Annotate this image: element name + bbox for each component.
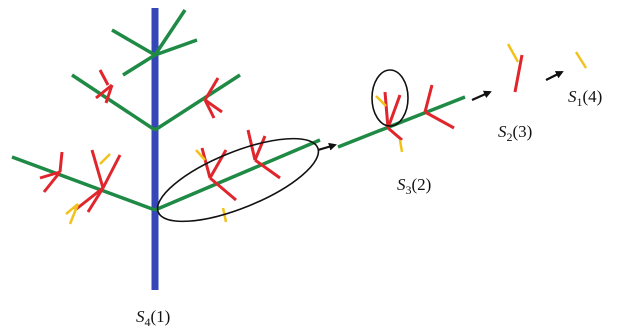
- label-s4-subscript: 4: [145, 315, 151, 329]
- s3-red-branches: [383, 84, 455, 142]
- label-s3-index: (2): [412, 175, 432, 194]
- tree-s1: [574, 51, 588, 69]
- label-s2-symbol: S: [498, 122, 507, 141]
- selection-ellipse-s3: [156, 137, 320, 223]
- label-s3-symbol: S: [397, 175, 406, 194]
- label-s1: S1(4): [568, 87, 602, 109]
- label-s4-symbol: S: [136, 307, 145, 326]
- label-s4: S4(1): [136, 307, 170, 329]
- selection-ellipse-s2: [371, 69, 409, 127]
- arrow-s3-to-s2: [471, 90, 492, 102]
- label-s4-index: (1): [151, 307, 171, 326]
- branches-level2: [11, 9, 321, 212]
- arrow-s4-to-s3: [317, 142, 337, 152]
- label-s1-symbol: S: [568, 87, 577, 106]
- label-s1-index: (4): [583, 87, 603, 106]
- label-s3: S3(2): [397, 175, 431, 197]
- tree-s2: [506, 43, 524, 93]
- label-s1-subscript: 1: [577, 95, 583, 109]
- label-s2-index: (3): [513, 122, 533, 141]
- tree-s3: [337, 69, 466, 153]
- arrow-s2-to-s1: [545, 71, 564, 81]
- branch-s3-stem: [337, 95, 466, 149]
- label-s2-subscript: 2: [507, 130, 513, 144]
- s3-yellow-twigs: [375, 95, 404, 153]
- tree-s4: [11, 8, 321, 290]
- label-s3-subscript: 3: [406, 183, 412, 197]
- branches-level3: [39, 69, 281, 213]
- twigs-level4: [65, 149, 228, 225]
- label-s2: S2(3): [498, 122, 532, 144]
